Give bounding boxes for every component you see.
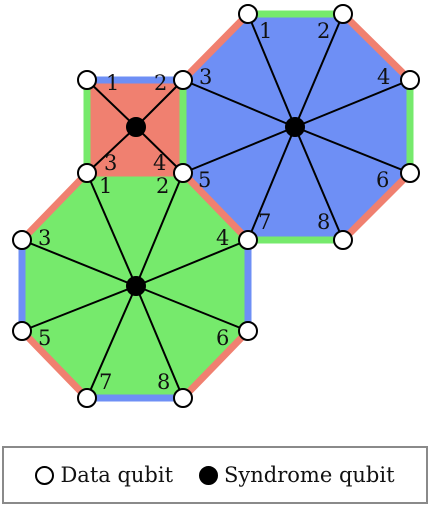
octagon-green-syndrome-qubit <box>126 276 146 296</box>
octagon-blue-border-edge <box>340 11 413 83</box>
legend: Data qubit Syndrome qubit <box>2 446 428 504</box>
data-qubit <box>238 230 258 250</box>
octagon-blue-vertex-label: 5 <box>198 168 211 192</box>
octagon-blue-border-edge <box>180 11 251 83</box>
octagon-green-spoke <box>86 172 137 287</box>
octagon-green-border-edge <box>180 328 251 401</box>
octagon-blue-spoke <box>294 126 344 241</box>
square-red-spoke <box>135 126 184 174</box>
square-red-spoke <box>86 79 137 128</box>
data-qubit <box>173 70 193 90</box>
octagon-green-spoke <box>21 239 137 287</box>
octagon-green-vertex-label: 3 <box>38 226 51 250</box>
octagon-blue-spoke <box>294 13 344 128</box>
data-qubit <box>400 163 420 183</box>
color-code-diagram: 1 2 3 4 1 2 3 4 5 6 7 8 1 2 3 4 5 6 7 8 <box>12 4 420 408</box>
data-qubit-marker-icon <box>35 465 55 485</box>
square-red-vertex-label: 3 <box>104 151 117 175</box>
octagon-blue-vertex-label: 3 <box>199 65 212 89</box>
octagon-green-spoke <box>135 239 249 287</box>
octagon-blue-spoke <box>182 126 296 174</box>
octagon-blue-vertex-label: 6 <box>376 168 389 192</box>
legend-data-qubit: Data qubit <box>35 463 173 487</box>
octagon-blue-border-edge <box>340 170 413 243</box>
data-qubit <box>333 230 353 250</box>
octagon-blue-vertex-label: 1 <box>259 19 272 43</box>
syndrome-qubit-marker-icon <box>199 465 219 485</box>
data-qubit <box>238 321 258 341</box>
data-qubit <box>12 230 32 250</box>
octagon-green-vertex-label: 4 <box>216 226 229 250</box>
octagon-blue-vertex-label: 4 <box>377 65 390 89</box>
octagon-green-vertex-label: 1 <box>99 174 112 198</box>
square-red-syndrome-qubit <box>126 117 146 137</box>
data-qubit <box>400 70 420 90</box>
data-qubit <box>173 163 193 183</box>
octagon-blue-spoke <box>182 79 296 128</box>
octagon-green-border-edge <box>19 328 90 401</box>
octagon-blue-vertex-label: 8 <box>317 210 330 234</box>
octagon-blue-syndrome-qubit <box>285 117 305 137</box>
octagon-green-vertex-label: 2 <box>156 174 169 198</box>
octagon-green-border-edge <box>19 170 90 243</box>
data-qubit <box>238 4 258 24</box>
octagon-blue-spoke <box>247 13 296 128</box>
octagon-blue-vertex-label: 2 <box>317 19 330 43</box>
legend-syndrome-label: Syndrome qubit <box>224 463 395 487</box>
octagon-green-vertex-label: 6 <box>216 326 229 350</box>
octagon-blue-spoke <box>294 126 411 174</box>
octagon-blue-vertex-label: 7 <box>258 210 271 234</box>
legend-data-label: Data qubit <box>60 463 174 487</box>
data-qubit <box>77 70 97 90</box>
octagon-green-spoke <box>135 285 184 399</box>
square-red-spoke <box>135 79 184 128</box>
octagon-green-spoke <box>135 172 184 287</box>
octagon-blue-spoke <box>247 126 296 241</box>
octagon-green-vertex-label: 7 <box>99 370 112 394</box>
square-red-vertex-label: 1 <box>106 71 119 95</box>
octagon-blue-spoke <box>294 79 411 128</box>
data-qubit <box>333 4 353 24</box>
octagon-green-vertex-label: 5 <box>38 326 51 350</box>
octagon-green-spoke <box>135 285 249 332</box>
data-qubit <box>77 388 97 408</box>
data-qubit <box>12 321 32 341</box>
octagon-green-spoke <box>21 285 137 332</box>
octagon-green-spoke <box>86 285 137 399</box>
square-red-vertex-label: 2 <box>154 71 167 95</box>
square-red-vertex-label: 4 <box>153 151 166 175</box>
square-red-spoke <box>86 126 137 174</box>
octagon-green-border-edge <box>180 170 251 243</box>
data-qubit <box>173 388 193 408</box>
legend-syndrome-qubit: Syndrome qubit <box>199 463 395 487</box>
data-qubit <box>77 163 97 183</box>
octagon-green-vertex-label: 8 <box>157 370 170 394</box>
